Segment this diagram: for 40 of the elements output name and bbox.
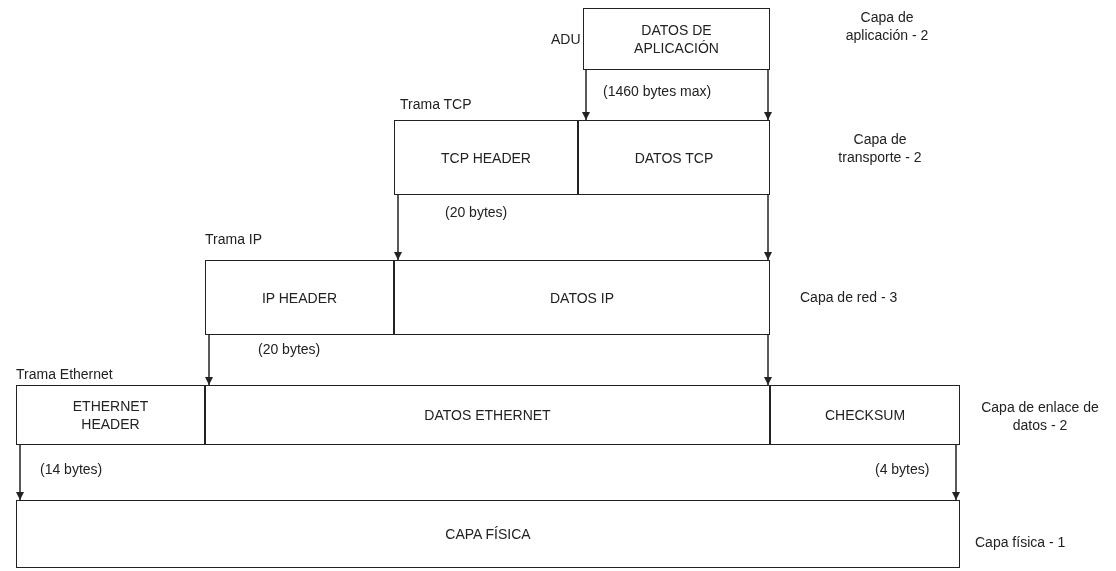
arrow (764, 69, 772, 121)
layer-label: Capa de aplicación - 2 (844, 8, 930, 44)
box-text: ETHERNET HEADER (71, 397, 150, 433)
frame-label: Trama Ethernet (16, 365, 113, 383)
box-text: IP HEADER (260, 288, 339, 307)
layer-label: Capa física - 1 (975, 533, 1066, 551)
arrow (764, 194, 772, 261)
box-text: DATOS TCP (633, 148, 715, 167)
arrow (16, 444, 24, 501)
box-text: TCP HEADER (440, 148, 532, 167)
arrow (952, 444, 960, 501)
layer-label: Capa de enlace de datos - 2 (980, 398, 1100, 434)
header-box (205, 260, 394, 335)
frame-label: Trama TCP (400, 95, 472, 113)
size-note: (20 bytes) (258, 340, 321, 358)
data-box (583, 8, 770, 70)
box-text: DATOS DE APLICACIÓN (633, 21, 720, 57)
data-box (394, 260, 770, 335)
layer-label: Capa de red - 3 (800, 288, 898, 306)
arrow (394, 194, 402, 261)
size-note: (20 bytes) (445, 203, 508, 221)
layer-box (16, 500, 960, 568)
header-box (394, 120, 578, 195)
layer-label: Capa de transporte - 2 (837, 130, 923, 166)
arrow (582, 69, 590, 121)
checksum-box (770, 385, 960, 445)
frame-label: Trama IP (205, 230, 263, 248)
size-note: (14 bytes) (40, 460, 103, 478)
box-text: CAPA FÍSICA (444, 525, 532, 543)
frame-label: ADU (551, 30, 581, 48)
data-box (205, 385, 770, 445)
data-box (578, 120, 770, 195)
box-text: CHECKSUM (823, 406, 907, 424)
size-note: (1460 bytes max) (603, 82, 712, 100)
box-text: DATOS IP (548, 288, 616, 307)
size-note: (4 bytes) (875, 460, 930, 478)
header-box (16, 385, 205, 445)
box-text: DATOS ETHERNET (423, 406, 552, 424)
arrow (764, 334, 772, 386)
arrow (205, 334, 213, 386)
